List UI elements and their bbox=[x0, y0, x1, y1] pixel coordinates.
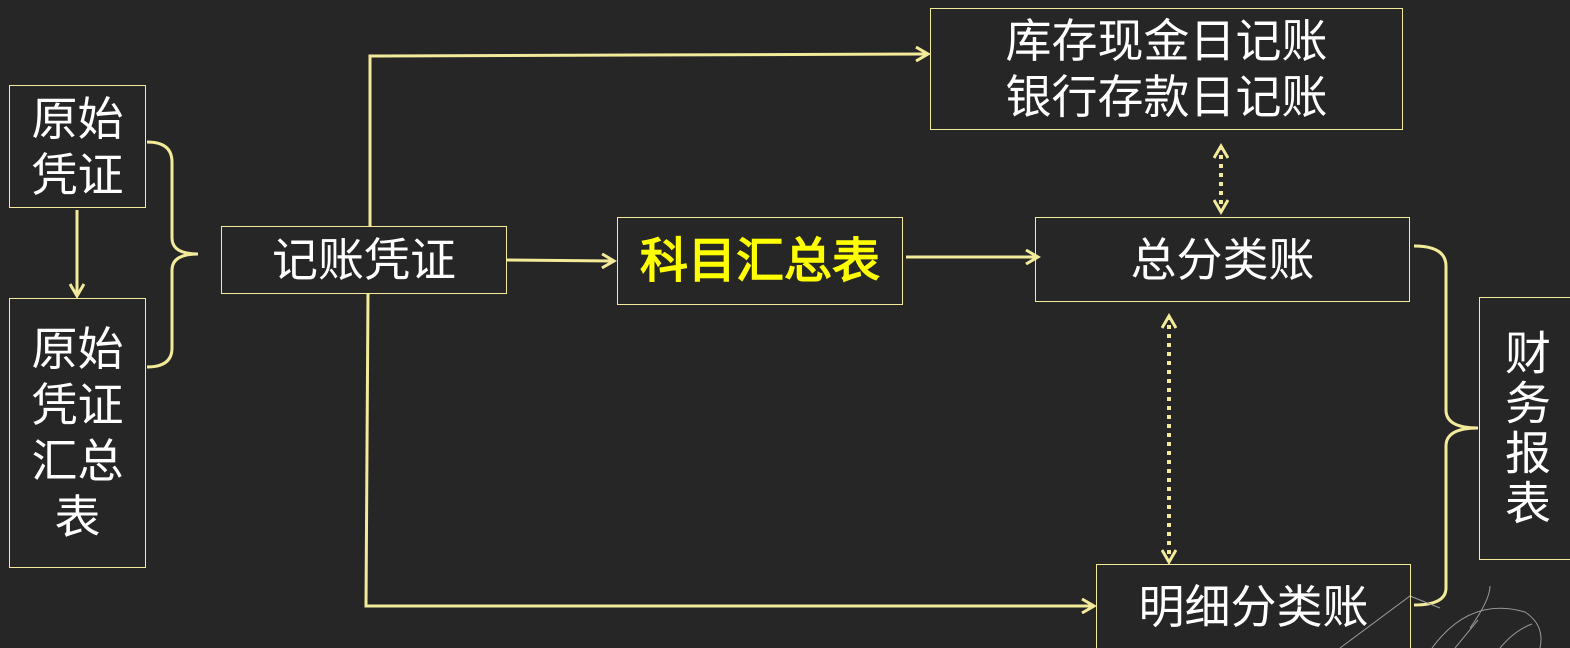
decorative-sketch bbox=[1339, 585, 1542, 648]
subsidiary-ledger-label: 明细分类账 bbox=[1138, 579, 1369, 634]
arrow-voucher-to-summary-table bbox=[506, 260, 614, 261]
account-summary-table-box: 科目汇总表 bbox=[617, 217, 903, 305]
general-ledger-label: 总分类账 bbox=[1130, 232, 1315, 287]
brace-ledgers bbox=[1413, 244, 1479, 607]
arrow-voucher-to-subsidiary-ledger bbox=[364, 292, 1094, 606]
original-voucher-summary-label: 原始 凭证 汇总 表 bbox=[31, 322, 124, 544]
financial-statements-label: 财务报表 bbox=[1498, 328, 1552, 529]
cash-journal-label: 库存现金日记账 bbox=[1005, 14, 1328, 68]
subsidiary-ledger-box: 明细分类账 bbox=[1096, 564, 1411, 648]
journals-box: 库存现金日记账 银行存款日记账 bbox=[930, 8, 1403, 130]
bookkeeping-voucher-label: 记账凭证 bbox=[272, 233, 456, 287]
general-ledger-box: 总分类账 bbox=[1035, 217, 1410, 302]
account-summary-table-label: 科目汇总表 bbox=[639, 233, 880, 289]
arrow-voucher-to-journals bbox=[368, 54, 928, 226]
original-voucher-box: 原始 凭证 bbox=[9, 85, 146, 208]
financial-statements-box: 财务报表 bbox=[1479, 297, 1570, 560]
original-voucher-summary-box: 原始 凭证 汇总 表 bbox=[9, 298, 146, 568]
original-voucher-label: 原始 凭证 bbox=[31, 91, 124, 202]
brace-source-documents bbox=[146, 140, 199, 369]
bookkeeping-voucher-box: 记账凭证 bbox=[221, 226, 507, 294]
bank-journal-label: 银行存款日记账 bbox=[1005, 70, 1328, 124]
